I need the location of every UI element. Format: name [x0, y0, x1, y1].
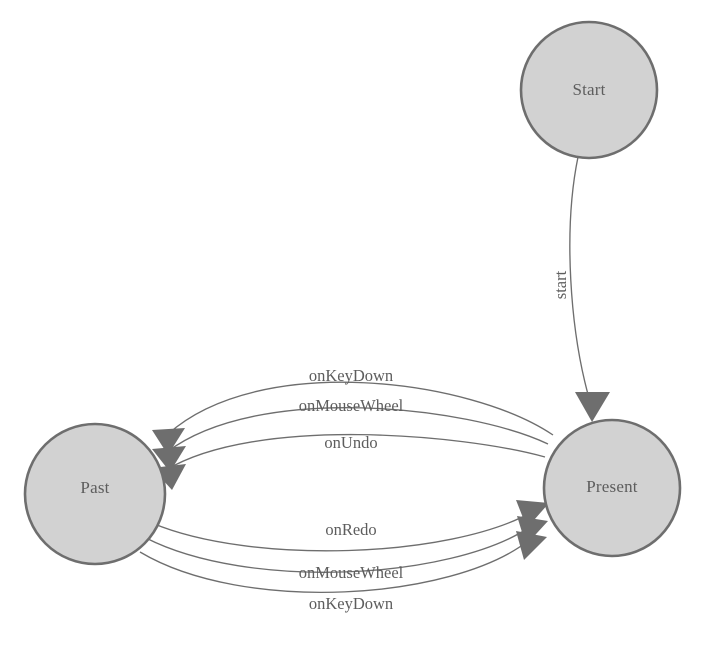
edge-onkeydown-to-past-arrowhead: [152, 428, 185, 455]
edge-onredo-path: [151, 511, 533, 552]
node-start-circle[interactable]: [519, 20, 659, 160]
node-present-label: Present: [586, 477, 638, 496]
node-past-label: Past: [80, 478, 109, 497]
edge-onundo-path: [165, 433, 546, 471]
edge-onkeydown-to-past-path: [167, 381, 554, 436]
edge-label-start: start: [551, 270, 570, 299]
edge-label-onredo: onRedo: [325, 520, 376, 539]
edge-label-onkeydown-to-present: onKeyDown: [309, 594, 393, 613]
node-present-circle[interactable]: [542, 418, 682, 558]
edge-label-onkeydown-to-past: onKeyDown: [309, 366, 393, 385]
edge-onmousewheel-to-present-path: [145, 526, 531, 573]
edge-start-path: [569, 156, 590, 399]
node-start[interactable]: Start: [519, 20, 659, 160]
node-present[interactable]: Present: [542, 418, 682, 558]
node-past-circle[interactable]: [23, 422, 167, 566]
edge-label-onmousewheel-to-past: onMouseWheel: [299, 396, 404, 415]
edge-onkeydown-to-present[interactable]: [139, 531, 547, 593]
edge-label-onmousewheel-to-present: onMouseWheel: [299, 563, 404, 582]
edge-onmousewheel-to-past-path: [166, 407, 549, 453]
node-start-label: Start: [572, 80, 605, 99]
edge-start[interactable]: [569, 156, 610, 422]
edge-onmousewheel-to-past[interactable]: [152, 407, 549, 472]
node-past[interactable]: Past: [23, 422, 167, 566]
edge-onmousewheel-to-past-arrowhead: [152, 446, 186, 472]
edge-onkeydown-to-present-path: [139, 540, 529, 593]
edge-onkeydown-to-present-arrowhead: [516, 531, 547, 560]
edge-onkeydown-to-past[interactable]: [152, 381, 554, 455]
edge-start-arrowhead: [575, 392, 610, 422]
edge-label-onundo: onUndo: [324, 433, 377, 452]
